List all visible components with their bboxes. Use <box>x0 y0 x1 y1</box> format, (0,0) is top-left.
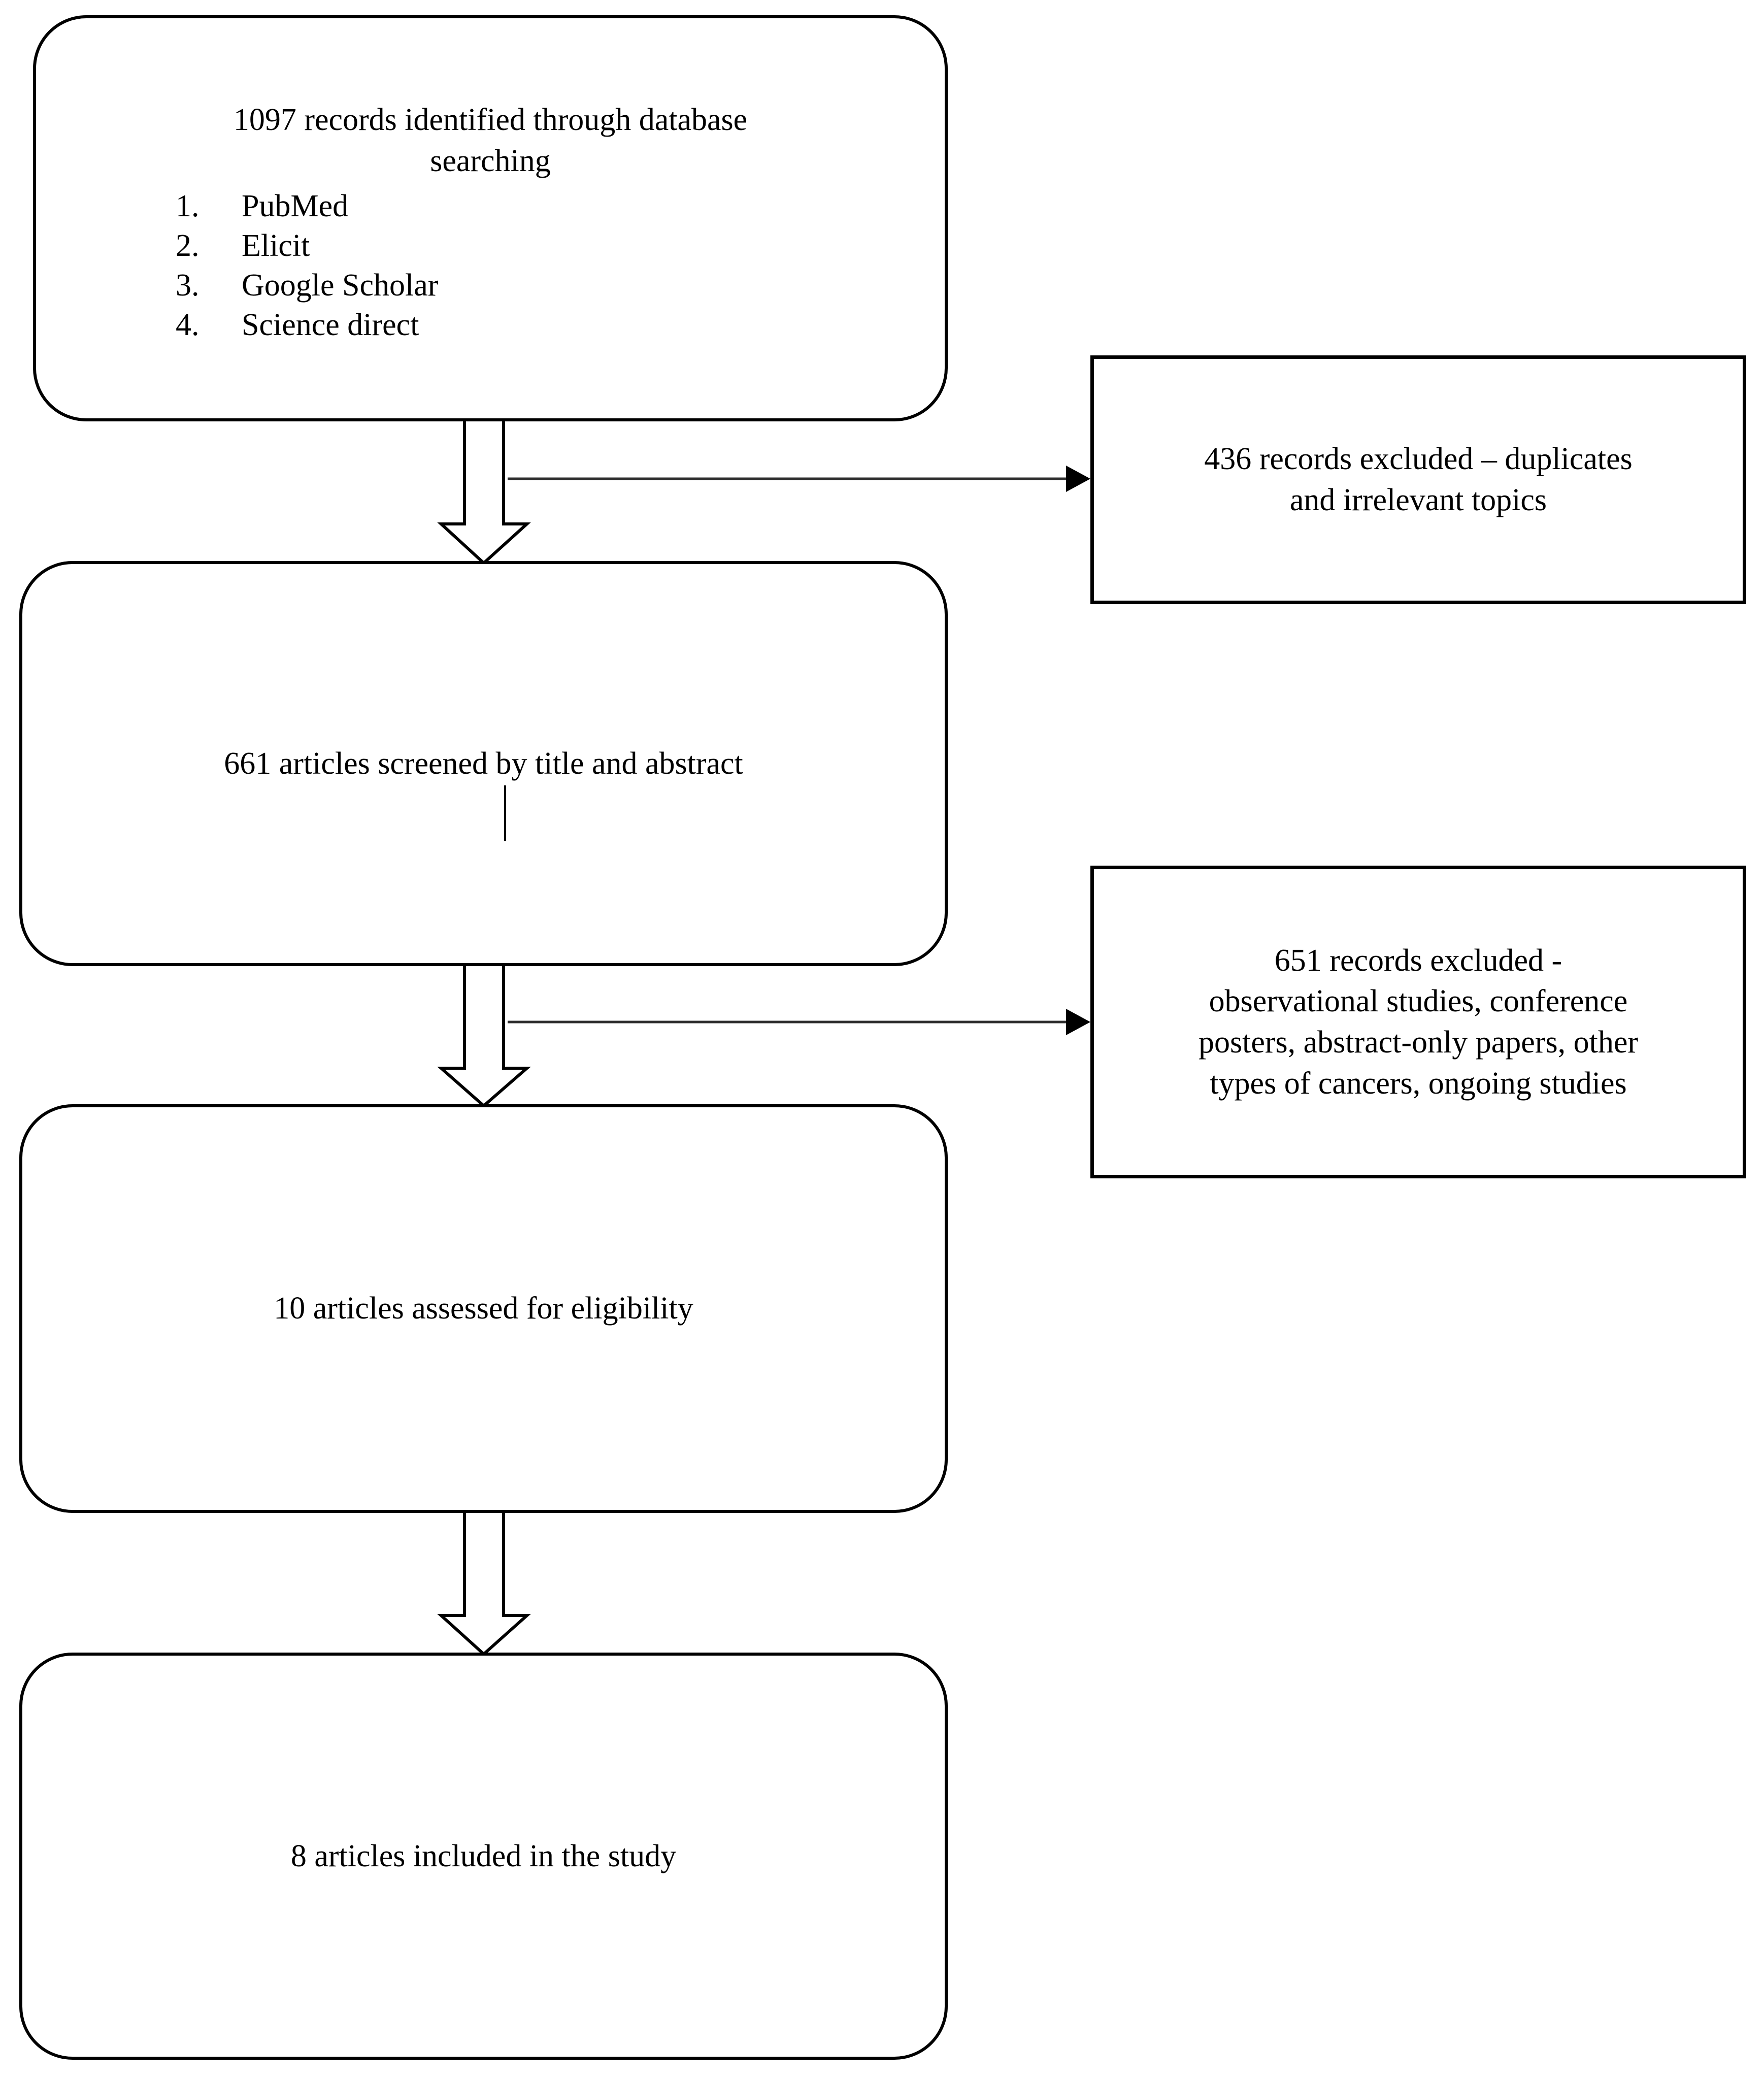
source-item-label: Science direct <box>242 308 419 343</box>
articles-included-text: 8 articles included in the study <box>290 1838 677 1873</box>
source-item-label: PubMed <box>242 189 349 224</box>
source-item: 4. Science direct <box>176 305 914 345</box>
source-item-number: 4. <box>176 308 199 343</box>
down-block-arrow-1 <box>437 418 531 566</box>
articles-screened-text: 661 articles screened by title and abstr… <box>224 746 743 781</box>
down-block-arrow-3 <box>437 1510 531 1657</box>
source-item-label: Google Scholar <box>242 268 439 303</box>
source-item: 2. Elicit <box>176 226 914 266</box>
right-arrow-1 <box>508 466 1090 492</box>
records-excluded-criteria-box: 651 records excluded - observational stu… <box>1090 866 1746 1178</box>
source-item: 1. PubMed <box>176 186 914 226</box>
source-item: 3. Google Scholar <box>176 266 914 305</box>
articles-assessed-text: 10 articles assessed for eligibility <box>274 1291 693 1326</box>
source-item-number: 3. <box>176 268 199 303</box>
records-excluded-duplicates-text: 436 records excluded – duplicates and ir… <box>1204 442 1633 517</box>
records-excluded-criteria-text: 651 records excluded - observational stu… <box>1198 943 1638 1101</box>
records-identified-box: 1097 records identified through database… <box>33 15 948 421</box>
articles-assessed-box: 10 articles assessed for eligibility <box>19 1104 948 1513</box>
source-item-label: Elicit <box>242 228 310 263</box>
database-source-list: 1. PubMed 2. Elicit 3. Google Scholar 4.… <box>66 186 914 345</box>
source-item-number: 2. <box>176 228 199 263</box>
records-excluded-duplicates-box: 436 records excluded – duplicates and ir… <box>1090 355 1746 604</box>
down-block-arrow-2 <box>437 963 531 1108</box>
records-identified-title: 1097 records identified through database… <box>233 103 748 178</box>
source-item-number: 1. <box>176 189 199 224</box>
articles-screened-box: 661 articles screened by title and abstr… <box>19 561 948 966</box>
articles-included-box: 8 articles included in the study <box>19 1653 948 2060</box>
right-arrow-2 <box>508 1009 1090 1035</box>
stray-tick-line <box>504 785 506 841</box>
